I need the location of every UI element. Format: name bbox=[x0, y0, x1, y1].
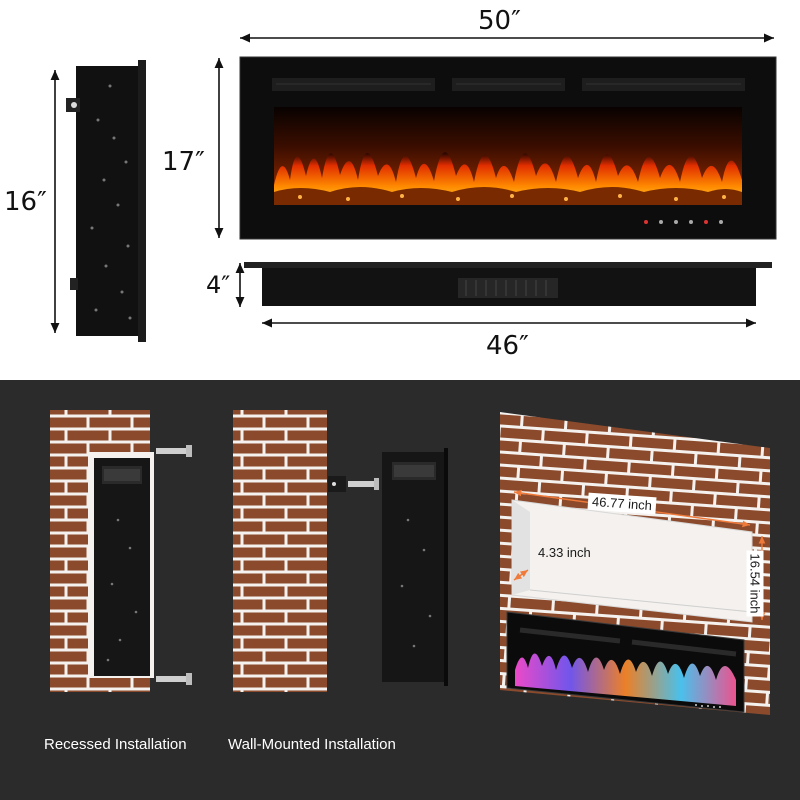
recessed-unit bbox=[94, 458, 150, 676]
recessed-installation-caption: Recessed Installation bbox=[44, 736, 187, 753]
inner-width-label: 46″ bbox=[486, 331, 529, 361]
mounting-screw-bottom bbox=[156, 673, 192, 685]
cutout-installation-figure bbox=[500, 412, 770, 715]
wall-mounted-installation-caption: Wall-Mounted Installation bbox=[228, 736, 396, 753]
heat-level-icon bbox=[704, 220, 708, 224]
multicolor-flames bbox=[515, 653, 736, 706]
flame-mode-icon bbox=[674, 220, 678, 224]
control-panel bbox=[644, 220, 723, 224]
front-view-unit bbox=[239, 56, 777, 240]
wall-mounted-unit bbox=[382, 452, 446, 682]
cutout-depth-arrow bbox=[513, 569, 529, 581]
overall-width-label: 50″ bbox=[478, 6, 521, 36]
side-view-unit bbox=[66, 60, 146, 342]
heat-icon bbox=[689, 220, 693, 224]
wall-mounted-installation-figure bbox=[233, 410, 448, 692]
light-icon bbox=[719, 220, 723, 224]
mounting-screw-top bbox=[156, 445, 192, 457]
top-view-unit bbox=[244, 262, 772, 306]
wall-bracket bbox=[328, 476, 346, 492]
recessed-installation-figure bbox=[50, 410, 192, 692]
ember-bed bbox=[274, 187, 742, 205]
side-height-label: 16″ bbox=[4, 187, 47, 217]
wall-screw bbox=[348, 478, 379, 490]
timer-icon bbox=[659, 220, 663, 224]
cutout-depth-label: 4.33 inch bbox=[538, 545, 591, 560]
power-icon bbox=[644, 220, 648, 224]
overall-height-label: 17″ bbox=[162, 147, 205, 177]
depth-label: 4″ bbox=[206, 271, 231, 299]
rear-vent bbox=[458, 278, 558, 298]
cutout-height-label: 16.54 inch bbox=[746, 550, 764, 617]
